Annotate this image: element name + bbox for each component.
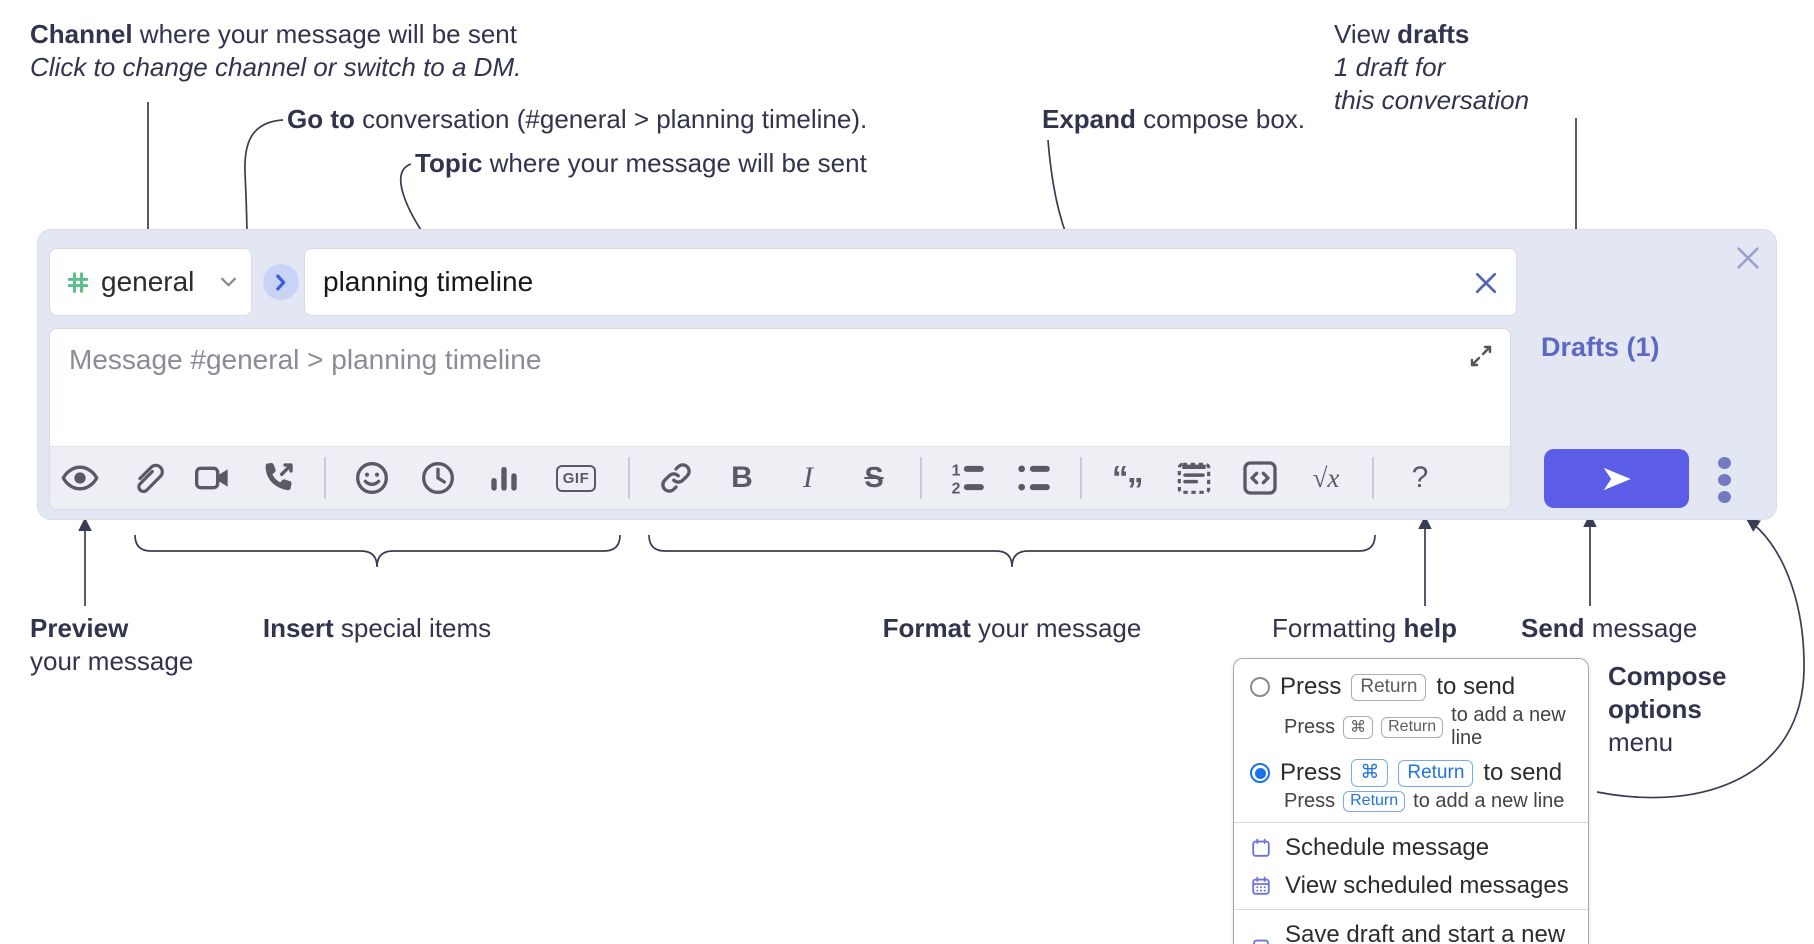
radio-selected-icon[interactable] (1250, 763, 1270, 783)
menu-divider (1234, 909, 1588, 910)
calendar-icon (1252, 838, 1270, 857)
toolbar-divider (628, 457, 630, 499)
voice-call-icon[interactable] (258, 455, 298, 501)
save-draft-icon (1253, 939, 1269, 944)
math-icon[interactable]: √x (1312, 462, 1340, 493)
expand-compose-icon[interactable] (1465, 340, 1497, 372)
topic-field (304, 248, 1517, 316)
channel-selector[interactable]: general (49, 248, 252, 316)
annotation-format: Format your message (882, 613, 1142, 643)
menu-item-schedule-message[interactable]: Schedule message (1250, 829, 1572, 867)
svg-text:2: 2 (952, 481, 961, 498)
code-icon[interactable] (1240, 455, 1280, 501)
bold-icon[interactable]: B (731, 461, 753, 494)
send-option-cmd-return-subtext: Press Return to add a new line (1284, 790, 1565, 812)
calendar-grid-icon (1252, 876, 1270, 895)
chevron-right-icon (276, 274, 286, 290)
video-call-icon[interactable] (192, 455, 232, 501)
compose-options-kebab-icon[interactable] (1709, 457, 1739, 503)
topic-input[interactable] (305, 249, 1516, 315)
message-input[interactable] (50, 329, 1510, 447)
preview-eye-icon[interactable] (60, 455, 100, 501)
clear-topic-icon[interactable] (1470, 267, 1502, 299)
toolbar-divider (1080, 457, 1082, 499)
annotation-view-drafts: View drafts 1 draft for this conversatio… (1334, 19, 1530, 115)
menu-divider (1234, 822, 1588, 823)
insert-brace (134, 534, 621, 568)
send-option-return-subtext: Press ⌘ Return to add a new line (1284, 704, 1566, 749)
toolbar-divider (920, 457, 922, 499)
poll-icon[interactable] (484, 455, 524, 501)
send-option-cmd-return[interactable]: Press ⌘ Return to send (1250, 759, 1572, 787)
annotation-expand: Expand compose box. (1042, 104, 1306, 134)
channel-name: general (101, 266, 195, 297)
menu-item-view-scheduled[interactable]: View scheduled messages (1250, 867, 1572, 905)
gif-icon[interactable]: GIF (550, 455, 602, 501)
drafts-link[interactable]: Drafts (1) (1541, 332, 1660, 362)
link-icon[interactable] (656, 455, 696, 501)
goto-leader (240, 119, 284, 246)
formatting-help-icon[interactable]: ? (1411, 461, 1429, 494)
schedule-time-icon[interactable] (418, 455, 458, 501)
attach-file-icon[interactable] (126, 455, 166, 501)
annotation-compose-options: Compose options menu (1608, 661, 1727, 757)
bulleted-list-icon[interactable] (1014, 455, 1054, 501)
go-to-conversation-button[interactable] (263, 264, 299, 300)
italic-icon[interactable]: I (803, 461, 813, 494)
annotation-insert: Insert special items (262, 613, 492, 643)
strikethrough-icon[interactable]: S (864, 461, 884, 494)
message-area: GIF B I S 1 2 (49, 328, 1511, 510)
annotation-send: Send message (1521, 613, 1698, 643)
compose-options-menu: Press Return to send Press ⌘ Return to a… (1233, 658, 1589, 944)
numbered-list-icon[interactable]: 1 2 (948, 455, 988, 501)
annotation-formatting-help: Formatting help (1272, 613, 1457, 643)
emoji-icon[interactable] (352, 455, 392, 501)
annotation-goto: Go to conversation (#general > planning … (287, 104, 868, 134)
quote-icon[interactable]: “ ” (1112, 459, 1144, 508)
menu-item-save-draft[interactable]: Save draft and start a new message (1250, 916, 1572, 944)
svg-text:1: 1 (952, 462, 961, 479)
channel-hash-icon (67, 271, 89, 293)
radio-unselected-icon[interactable] (1250, 677, 1270, 697)
annotation-topic: Topic where your message will be sent (415, 148, 867, 178)
compose-toolbar: GIF B I S 1 2 (50, 446, 1510, 509)
toolbar-divider (324, 457, 326, 499)
toolbar-divider (1372, 457, 1374, 499)
close-compose-icon[interactable] (1730, 240, 1766, 276)
send-plane-icon (1603, 467, 1631, 490)
format-brace (648, 534, 1376, 568)
send-button[interactable] (1544, 449, 1689, 508)
send-option-return[interactable]: Press Return to send (1250, 673, 1572, 701)
spoiler-icon[interactable] (1174, 455, 1214, 501)
chevron-down-icon (220, 277, 237, 287)
compose-box: general (37, 229, 1777, 520)
annotation-channel: Channel where your message will be sent … (30, 19, 522, 82)
annotation-preview: Preview your message (30, 613, 194, 676)
